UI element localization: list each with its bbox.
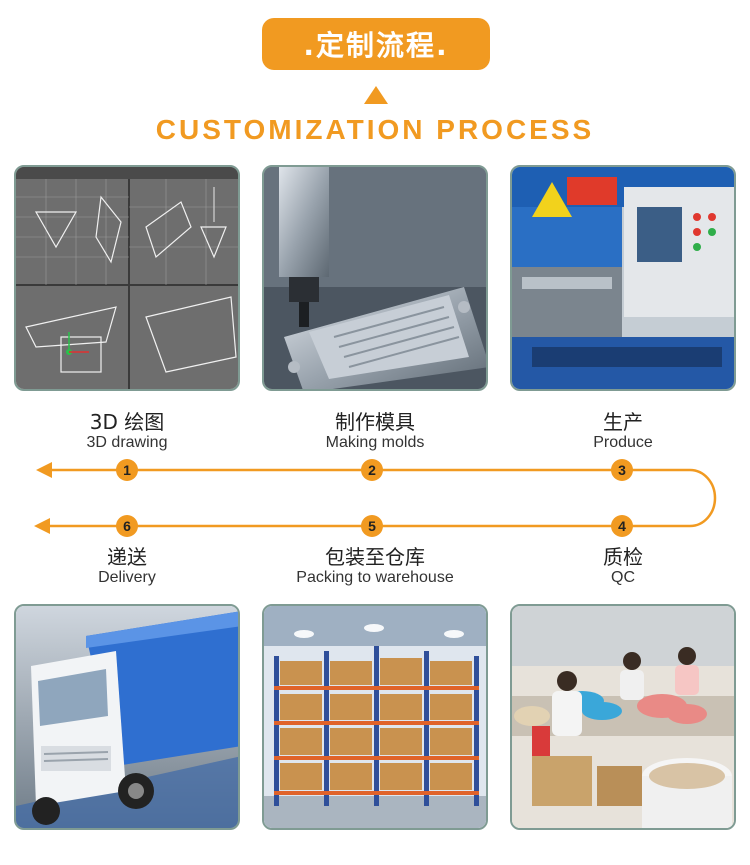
step-4-marker: 4 (611, 515, 633, 537)
step-5-marker: 5 (361, 515, 383, 537)
step-6-number: 6 (123, 518, 131, 534)
step-2-label-cn: 制作模具 (335, 410, 415, 434)
step-1-label-cn: 3D 绘图 (89, 410, 165, 434)
step-5-label-en: Packing to warehouse (296, 569, 454, 586)
arrow-left-icon (36, 462, 52, 478)
page-subtitle: CUSTOMIZATION PROCESS (155, 114, 595, 145)
photo-3d-drawing (14, 165, 240, 391)
step-6-label-cn: 递送 (107, 545, 147, 569)
step-1-marker: 1 (116, 459, 138, 481)
step-6-label-en: Delivery (98, 569, 156, 586)
step-5-label-cn: 包装至仓库 (325, 545, 425, 569)
photo-delivery (14, 604, 240, 830)
photo-qc (510, 604, 736, 830)
step-2-label-en: Making molds (325, 434, 425, 451)
step-5-number: 5 (368, 518, 376, 534)
step-4-label-cn: 质检 (603, 545, 643, 569)
step-1-number: 1 (123, 462, 131, 478)
step-3-label-en: Produce (593, 434, 653, 451)
step-2-marker: 2 (361, 459, 383, 481)
photo-produce (510, 165, 736, 391)
step-3-label-cn: 生产 (603, 410, 643, 434)
page-title: .定制流程. (262, 18, 490, 70)
photo-warehouse (262, 604, 488, 830)
photo-making-molds (262, 165, 488, 391)
up-triangle-icon (364, 86, 388, 104)
step-3-number: 3 (618, 462, 626, 478)
step-4-label-en: QC (611, 569, 635, 586)
arrow-left-icon (34, 518, 50, 534)
process-flow-line: 1 2 3 4 5 6 (34, 459, 717, 537)
step-4-number: 4 (618, 518, 626, 534)
step-2-number: 2 (368, 462, 376, 478)
step-3-marker: 3 (611, 459, 633, 481)
step-1-label-en: 3D drawing (86, 434, 168, 451)
step-6-marker: 6 (116, 515, 138, 537)
